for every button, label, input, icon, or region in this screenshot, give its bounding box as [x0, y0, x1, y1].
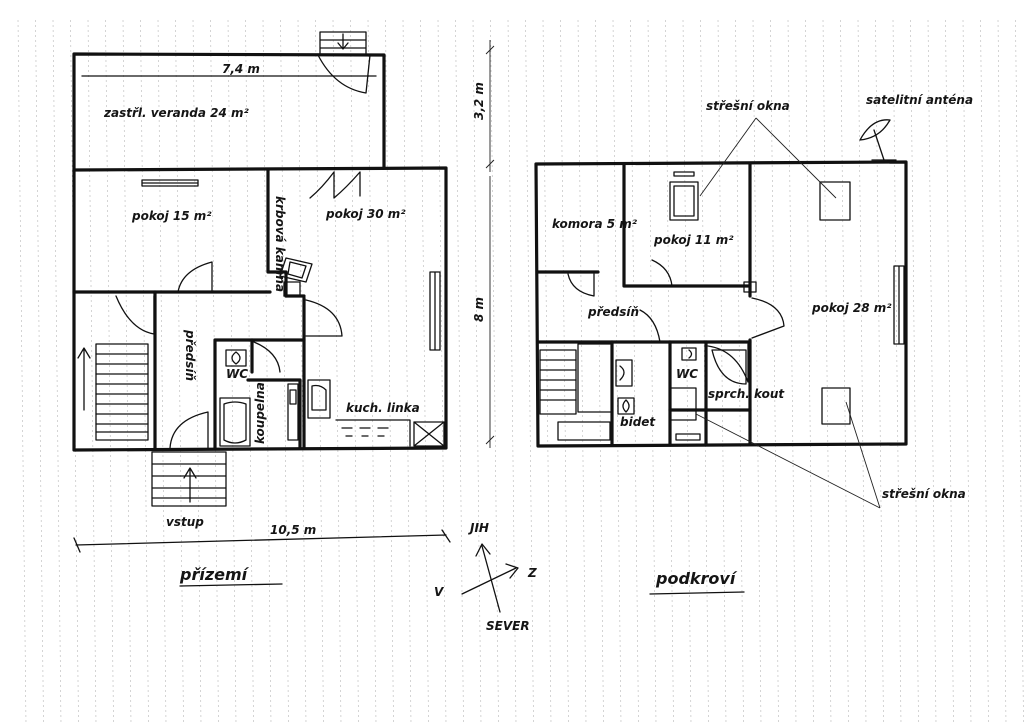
grid-line [140, 19, 149, 724]
grid-line [857, 19, 867, 724]
room-pokoj-11-label: pokoj 11 m² [653, 233, 734, 247]
grid-line [822, 19, 832, 724]
roof-windows-bottom-label: střešní okna [882, 487, 966, 501]
grid-line [560, 19, 569, 724]
compass-rose [461, 543, 519, 613]
grid-line [280, 19, 289, 724]
grid-line [70, 19, 79, 724]
entrance-label: vstup [166, 515, 204, 529]
grid-line [682, 19, 692, 724]
grid-line [350, 19, 359, 724]
grid-line [245, 19, 254, 724]
grid-line [927, 19, 937, 724]
roof-windows-top-label: střešní okna [706, 99, 790, 113]
grid-line [525, 19, 534, 724]
grid-line [35, 19, 44, 724]
grid-line [647, 19, 657, 724]
grid-line [665, 19, 674, 724]
grid-line [735, 19, 744, 724]
shower-label: sprch. kout [708, 387, 785, 401]
grid-line [262, 19, 272, 724]
grid-line [700, 19, 709, 724]
grid-line [542, 19, 552, 724]
attic-hallway-label: předsíň [587, 305, 639, 319]
grid-line [437, 19, 447, 724]
room-pokoj-15-label: pokoj 15 m² [131, 209, 212, 223]
bidet-label: bidet [620, 415, 656, 429]
grid-paper [17, 19, 1024, 724]
grid-line [875, 19, 884, 724]
grid-line [367, 19, 377, 724]
room-pokoj-28-label: pokoj 28 m² [811, 301, 892, 315]
grid-line [385, 19, 394, 724]
grid-line [315, 19, 324, 724]
grid-line [105, 19, 114, 724]
fireplace-label: krbová kamna [273, 196, 287, 292]
grid-line [840, 19, 849, 724]
grid-line [595, 19, 604, 724]
attic-stairs [539, 343, 613, 441]
grid-line [612, 19, 622, 724]
grid-line [17, 19, 27, 724]
grid-line [420, 19, 429, 724]
depth-dimension-label: 8 m [472, 297, 486, 322]
grid-line [577, 19, 587, 724]
grid-line [945, 19, 954, 724]
grid-line [507, 19, 517, 724]
grid-line [717, 19, 727, 724]
grid-line [630, 19, 639, 724]
grid-line [910, 19, 919, 724]
grid-line [980, 19, 989, 724]
grid-line [297, 19, 307, 724]
compass-west-label: V [434, 585, 445, 599]
compass-south-label: JIH [468, 521, 489, 535]
width-dimension-label: 10,5 m [270, 523, 316, 537]
ground-stairs [77, 343, 149, 441]
attic-wc-label: WC [676, 367, 698, 381]
grid-line [472, 19, 482, 724]
grid-line [122, 19, 132, 724]
ground-floor-plan [72, 31, 495, 587]
attic-plan [534, 117, 908, 595]
kitchen-label: kuch. linka [346, 401, 420, 415]
grid-line [770, 19, 779, 724]
grid-line [455, 19, 464, 724]
grid-line [52, 19, 62, 724]
storage-room-label: komora 5 m² [552, 217, 638, 231]
compass-north-label: SEVER [486, 619, 530, 633]
grid-line [997, 19, 1007, 724]
grid-line [227, 19, 237, 724]
veranda-width-label: 7,4 m [222, 62, 260, 76]
grid-line [157, 19, 167, 724]
grid-line [805, 19, 814, 724]
room-pokoj-30-label: pokoj 30 m² [325, 207, 406, 221]
satellite-antenna-label: satelitní anténa [866, 93, 973, 107]
veranda-depth-label: 3,2 m [472, 82, 486, 120]
ground-floor-title: přízemí [179, 565, 250, 584]
hallway-label: předsíň [183, 329, 197, 381]
grid-line [892, 19, 902, 724]
compass-east-label: Z [527, 566, 537, 580]
grid-line [332, 19, 342, 724]
wc-label: WC [226, 367, 248, 381]
attic-title: podkroví [655, 569, 738, 588]
grid-line [962, 19, 972, 724]
grid-line [175, 19, 184, 724]
grid-line [1015, 19, 1024, 724]
grid-line [402, 19, 412, 724]
grid-line [87, 19, 97, 724]
grid-line [787, 19, 797, 724]
satellite-antenna-icon [859, 119, 897, 161]
veranda-steps [317, 31, 371, 94]
grid-line [752, 19, 762, 724]
veranda-label: zastřl. veranda 24 m² [103, 106, 249, 120]
grid-line [490, 19, 499, 724]
grid-line [210, 19, 219, 724]
grid-line [192, 19, 202, 724]
bathroom-label: koupelna [253, 382, 267, 444]
